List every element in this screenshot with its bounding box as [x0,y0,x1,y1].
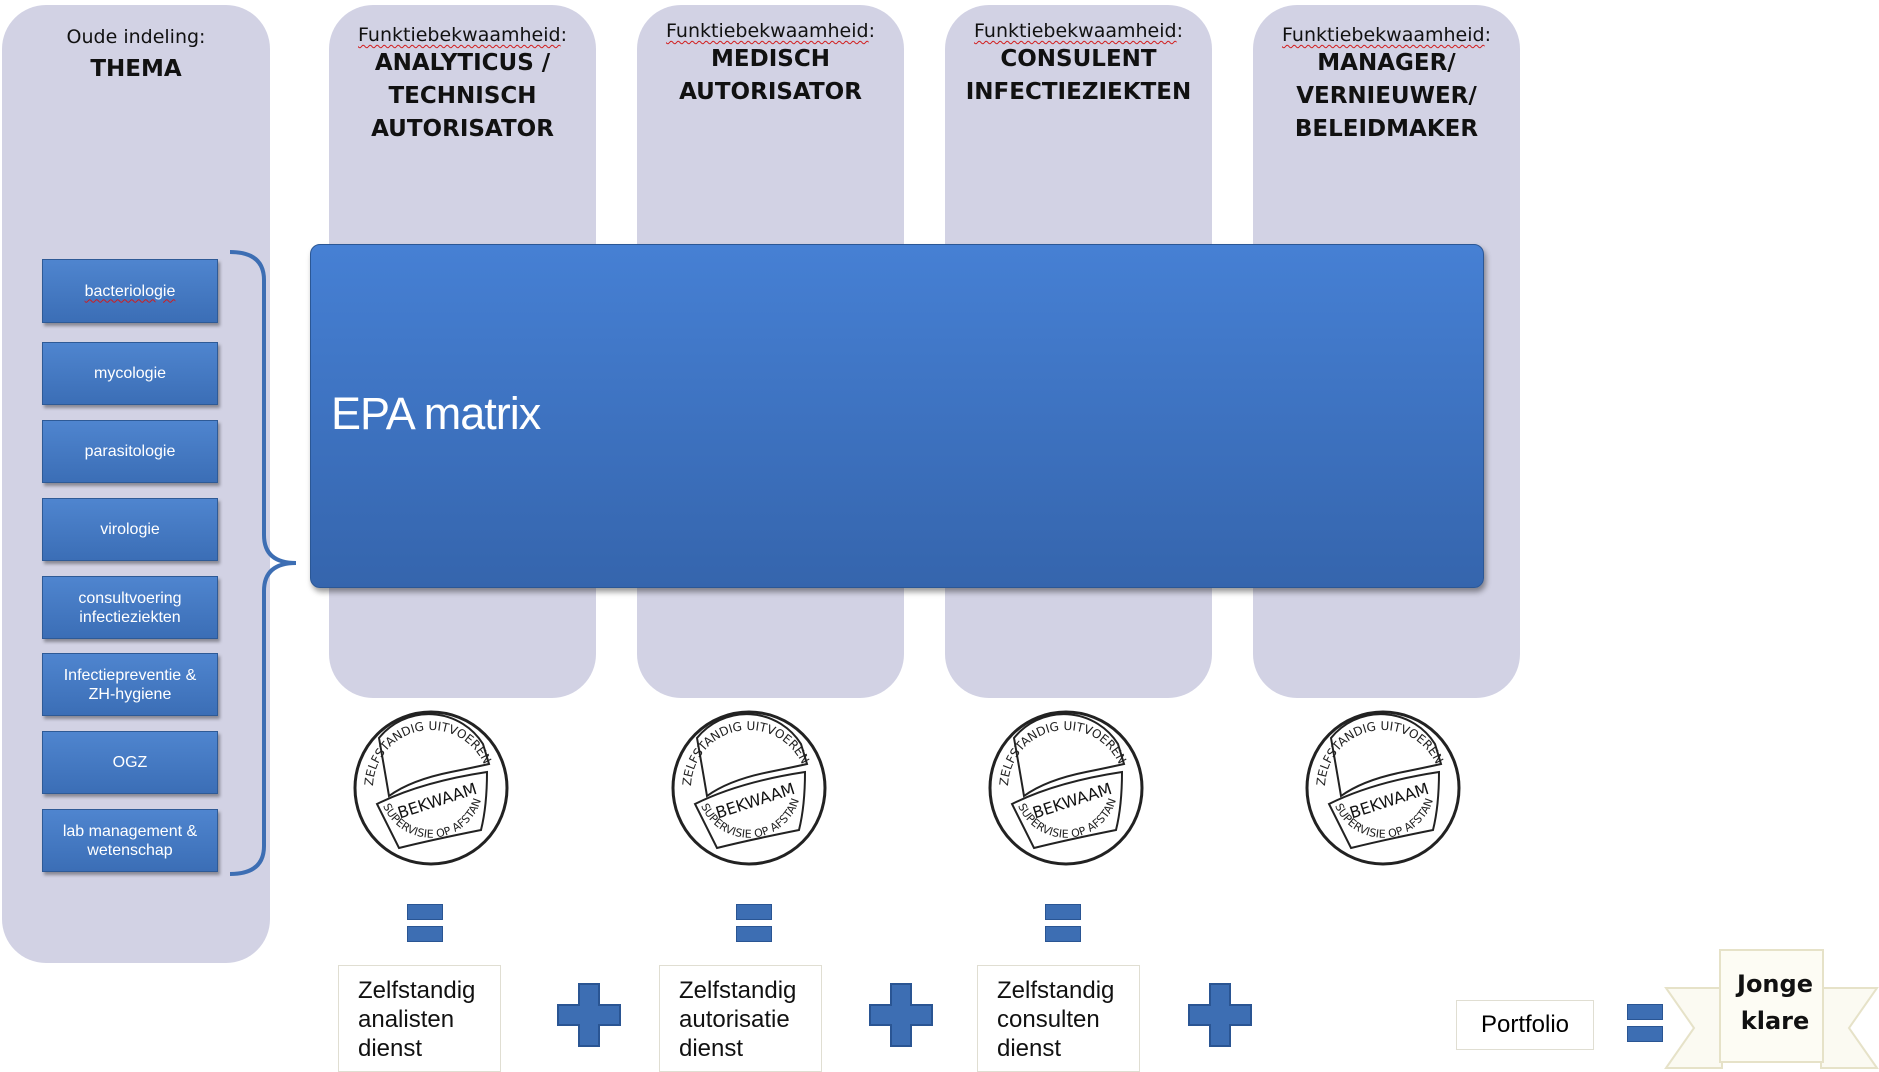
box-analisten-dienst: Zelfstandig analisten dienst [338,965,501,1072]
column-subtitle: Funktiebekwaamheid [666,20,869,42]
column-header: Funktiebekwaamheid: MANAGER/ VERNIEUWER/… [1253,23,1520,146]
column-title: CONSULENT INFECTIEZIEKTEN [965,46,1192,105]
plus-icon [869,983,933,1047]
theme-lab-management: lab management & wetenschap [42,809,218,872]
theme-label: OGZ [112,754,148,771]
thema-subtitle: Oude indeling: [66,26,206,48]
theme-parasitologie: parasitologie [42,420,218,483]
thema-column: Oude indeling: THEMA [2,5,270,963]
equals-icon [736,904,772,944]
theme-mycologie: mycologie [42,342,218,405]
theme-label: lab management & wetenschap [62,822,198,859]
column-header: Funktiebekwaamheid: ANALYTICUS / TECHNIS… [329,23,596,146]
column-colon: : [1176,20,1183,42]
theme-ogz: OGZ [42,731,218,794]
column-colon: : [560,24,567,46]
thema-header: Oude indeling: THEMA [2,25,270,86]
column-title: ANALYTICUS / TECHNISCH AUTORISATOR [371,50,554,142]
plus-icon [557,983,621,1047]
bekwaam-stamp: ZELFSTANDIG UITVOEREN BEKWAAM SUPERVISIE… [1303,708,1461,866]
column-header: Funktiebekwaamheid: CONSULENT INFECTIEZI… [945,19,1212,109]
theme-bacteriologie: bacteriologie [42,259,218,323]
column-header: Funktiebekwaamheid: MEDISCH AUTORISATOR [637,19,904,109]
epa-matrix: EPA matrix [310,244,1484,588]
thema-title: THEMA [90,56,182,82]
theme-label: parasitologie [84,443,176,460]
column-subtitle: Funktiebekwaamheid [1282,24,1485,46]
column-colon: : [1484,24,1491,46]
plus-icon [1188,983,1252,1047]
theme-label: consultvoering infectieziekten [78,589,182,626]
column-title: MANAGER/ VERNIEUWER/ BELEIDMAKER [1294,50,1479,142]
portfolio-box: Portfolio [1456,1000,1594,1050]
bekwaam-stamp: ZELFSTANDIG UITVOEREN BEKWAAM SUPERVISIE… [669,708,827,866]
theme-virologie: virologie [42,498,218,561]
result-label: Jonge klare [1737,970,1813,1035]
box-consulten-dienst: Zelfstandig consulten dienst [977,965,1140,1072]
theme-label: Infectiepreventie & ZH-hygiene [63,666,197,703]
theme-consultvoering: consultvoering infectieziekten [42,576,218,639]
epa-matrix-label: EPA matrix [331,388,541,439]
bekwaam-stamp: ZELFSTANDIG UITVOEREN BEKWAAM SUPERVISIE… [351,708,509,866]
theme-label: bacteriologie [84,282,176,300]
bekwaam-stamp: ZELFSTANDIG UITVOEREN BEKWAAM SUPERVISIE… [986,708,1144,866]
column-subtitle: Funktiebekwaamheid [358,24,561,46]
bracket [229,250,297,876]
theme-infectiepreventie: Infectiepreventie & ZH-hygiene [42,653,218,716]
equals-icon [407,904,443,944]
theme-label: virologie [100,521,160,538]
column-subtitle: Funktiebekwaamheid [974,20,1177,42]
column-colon: : [868,20,875,42]
equals-icon [1627,1004,1663,1044]
box-autorisatie-dienst: Zelfstandig autorisatie dienst [659,965,822,1072]
theme-label: mycologie [93,365,167,382]
ribbon-banner [1664,949,1879,1069]
equals-icon [1045,904,1081,944]
column-title: MEDISCH AUTORISATOR [679,46,862,105]
